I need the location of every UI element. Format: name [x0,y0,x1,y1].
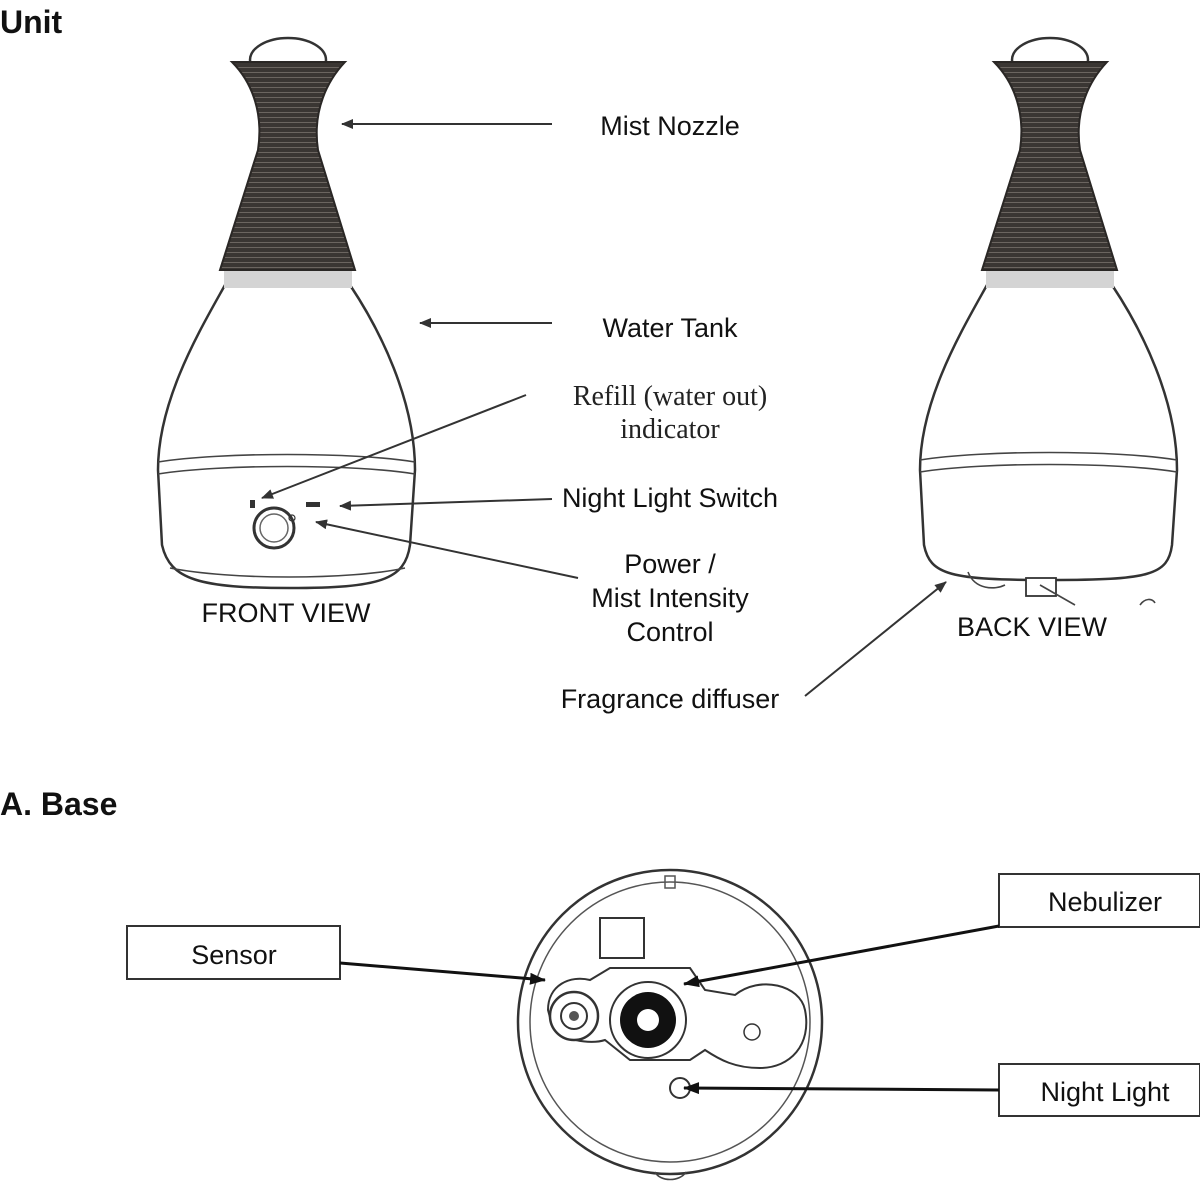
front-base-line [169,567,406,578]
night-light-switch-label: Night Light Switch [562,483,778,513]
back-cord [1039,584,1076,606]
back-port [1025,577,1057,597]
refill-label-line1: Refill (water out) [573,381,767,412]
base-heading: A. Base [0,786,117,822]
power-arrow [315,519,579,579]
refill-arrow [261,394,527,499]
water-tank-label: Water Tank [602,313,738,343]
nebulizer-label-box [998,873,1200,928]
knob-inner-ring [259,513,289,543]
front-tank-seam-2 [157,465,416,475]
fragrance-diffuser-label: Fragrance diffuser [561,684,780,714]
night-light-arrow [683,1082,1000,1095]
back-water-tank [918,283,1179,582]
mist-nozzle-label: Mist Nozzle [600,111,740,141]
base-top-view [516,868,824,1181]
fragrance-diffuser-arrow [804,581,947,697]
base-square-block [599,917,645,959]
back-cord-end [1139,598,1156,606]
base-bottom-notch [654,1171,687,1181]
sensor-label-box [126,925,341,980]
night-light-switch-arrow [339,498,553,511]
night-light-label: Night Light [1040,1077,1170,1107]
back-diffuser-tab [967,571,1006,589]
front-collar [224,268,352,288]
front-mist-nozzle [218,61,357,271]
front-view-unit [156,36,417,590]
base-inner-ring [529,881,811,1163]
power-label-line1: Power / [624,549,716,579]
sensor-label: Sensor [191,940,277,970]
power-label-line2: Mist Intensity [591,583,749,613]
night-light-switch[interactable] [306,502,320,507]
unit-heading: Unit [0,4,63,40]
back-mist-nozzle [980,61,1119,271]
base-top-notch [664,875,676,889]
sensor-center [569,1011,579,1021]
front-water-tank [156,283,417,590]
back-view-unit [918,36,1179,606]
front-view-label: FRONT VIEW [201,598,371,628]
refill-indicator-light [250,500,255,508]
nebulizer-center [637,1009,659,1031]
back-view-label: BACK VIEW [957,612,1108,642]
back-tank-seam-2 [919,463,1178,473]
refill-label-line2: indicator [620,414,720,445]
front-tank-seam-1 [157,453,416,463]
power-label-line3: Control [626,617,713,647]
sensor-arrow [339,961,546,985]
back-collar [986,268,1114,288]
base-screw [743,1023,761,1041]
nebulizer-arrow [683,924,1000,988]
back-tank-seam-1 [919,451,1178,461]
front-small-dot [288,514,296,522]
nebulizer-label: Nebulizer [1048,887,1162,917]
night-light-label-box [998,1063,1200,1117]
